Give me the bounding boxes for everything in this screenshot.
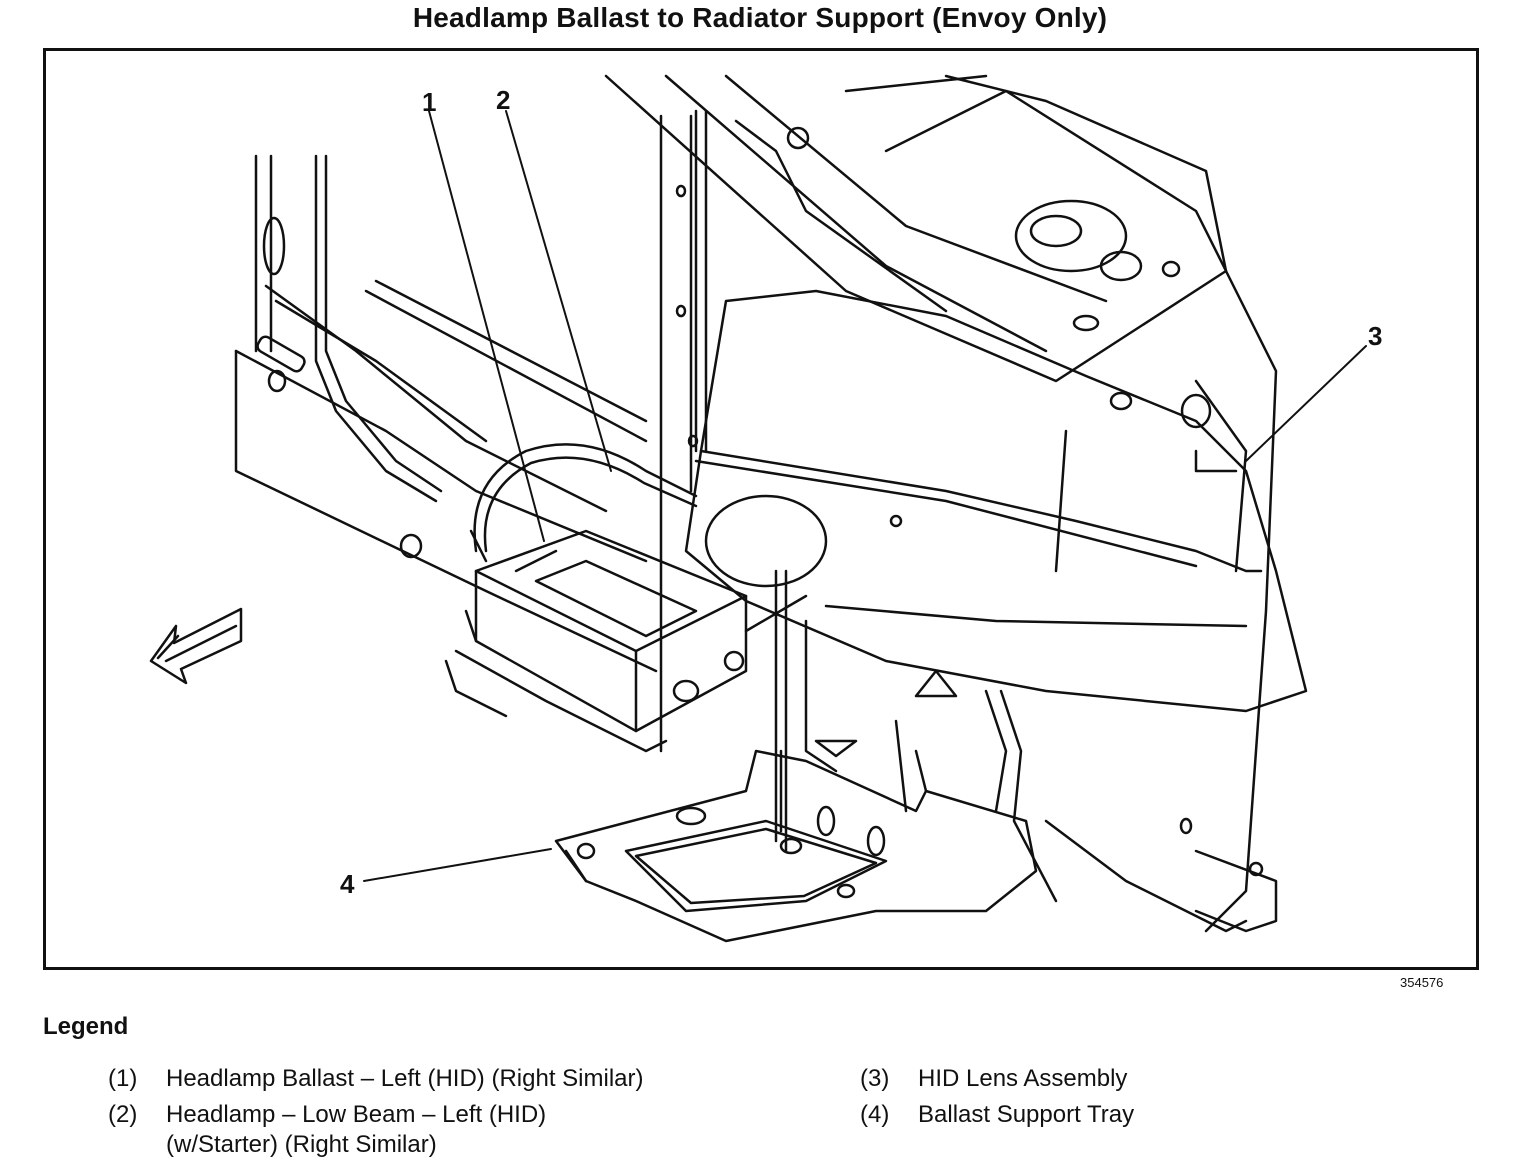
legend-item-label: Headlamp Ballast – Left (HID) (Right Sim… [166, 1065, 644, 1092]
legend-item-number: (1) [108, 1065, 138, 1092]
direction-arrow-icon [149, 607, 243, 685]
radiator-support-structure [604, 74, 1278, 933]
legend-item-label: Headlamp – Low Beam – Left (HID) [166, 1101, 547, 1128]
legend-heading: Legend [43, 1013, 129, 1040]
front-panel [659, 109, 708, 753]
legend-item-number: (4) [860, 1101, 890, 1128]
callout-2: 2 [496, 85, 510, 115]
hid-lens-assembly [684, 289, 1308, 713]
legend-item-label-continued: (w/Starter) (Right Similar) [166, 1131, 437, 1158]
figure-frame: 1 2 3 4 [43, 48, 1479, 970]
side-rail [234, 154, 658, 673]
callout-4: 4 [340, 869, 355, 899]
legend-item-label: Ballast Support Tray [918, 1101, 1135, 1128]
diagram-title: Headlamp Ballast to Radiator Support (En… [412, 2, 1108, 33]
callout-1: 1 [422, 87, 436, 117]
callout-leaders [363, 110, 1367, 882]
callout-3: 3 [1368, 321, 1382, 351]
ballast-illustration: 1 2 3 4 [149, 74, 1382, 943]
legend-item-label: HID Lens Assembly [918, 1065, 1128, 1092]
figure-id: 354576 [1400, 975, 1444, 990]
headlamp-ballast [444, 529, 808, 753]
legend-item-number: (2) [108, 1101, 138, 1128]
ballast-support-tray [554, 569, 1278, 943]
headlamp-wiring-harness [469, 443, 698, 563]
legend-item-number: (3) [860, 1065, 890, 1092]
